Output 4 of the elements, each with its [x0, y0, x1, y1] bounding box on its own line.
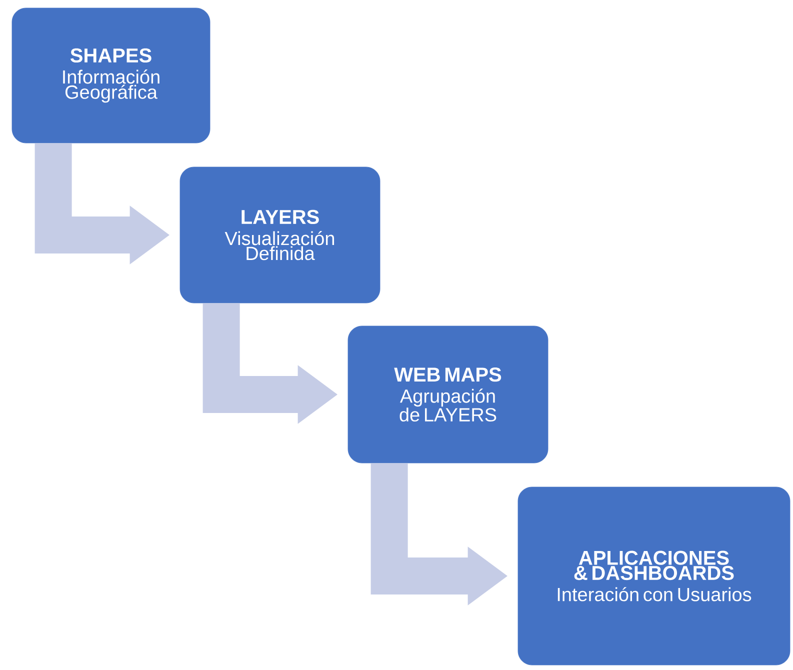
process-box: LAYERS Visualización Definida — [180, 166, 380, 304]
process-box: SHAPES Información Geográfica — [12, 8, 210, 144]
process-box: WEB MAPS Agrupación de LAYERS — [348, 326, 548, 464]
process-box: APLICACIONES & DASHBOARDS Interación con Usuarios — [518, 486, 790, 666]
